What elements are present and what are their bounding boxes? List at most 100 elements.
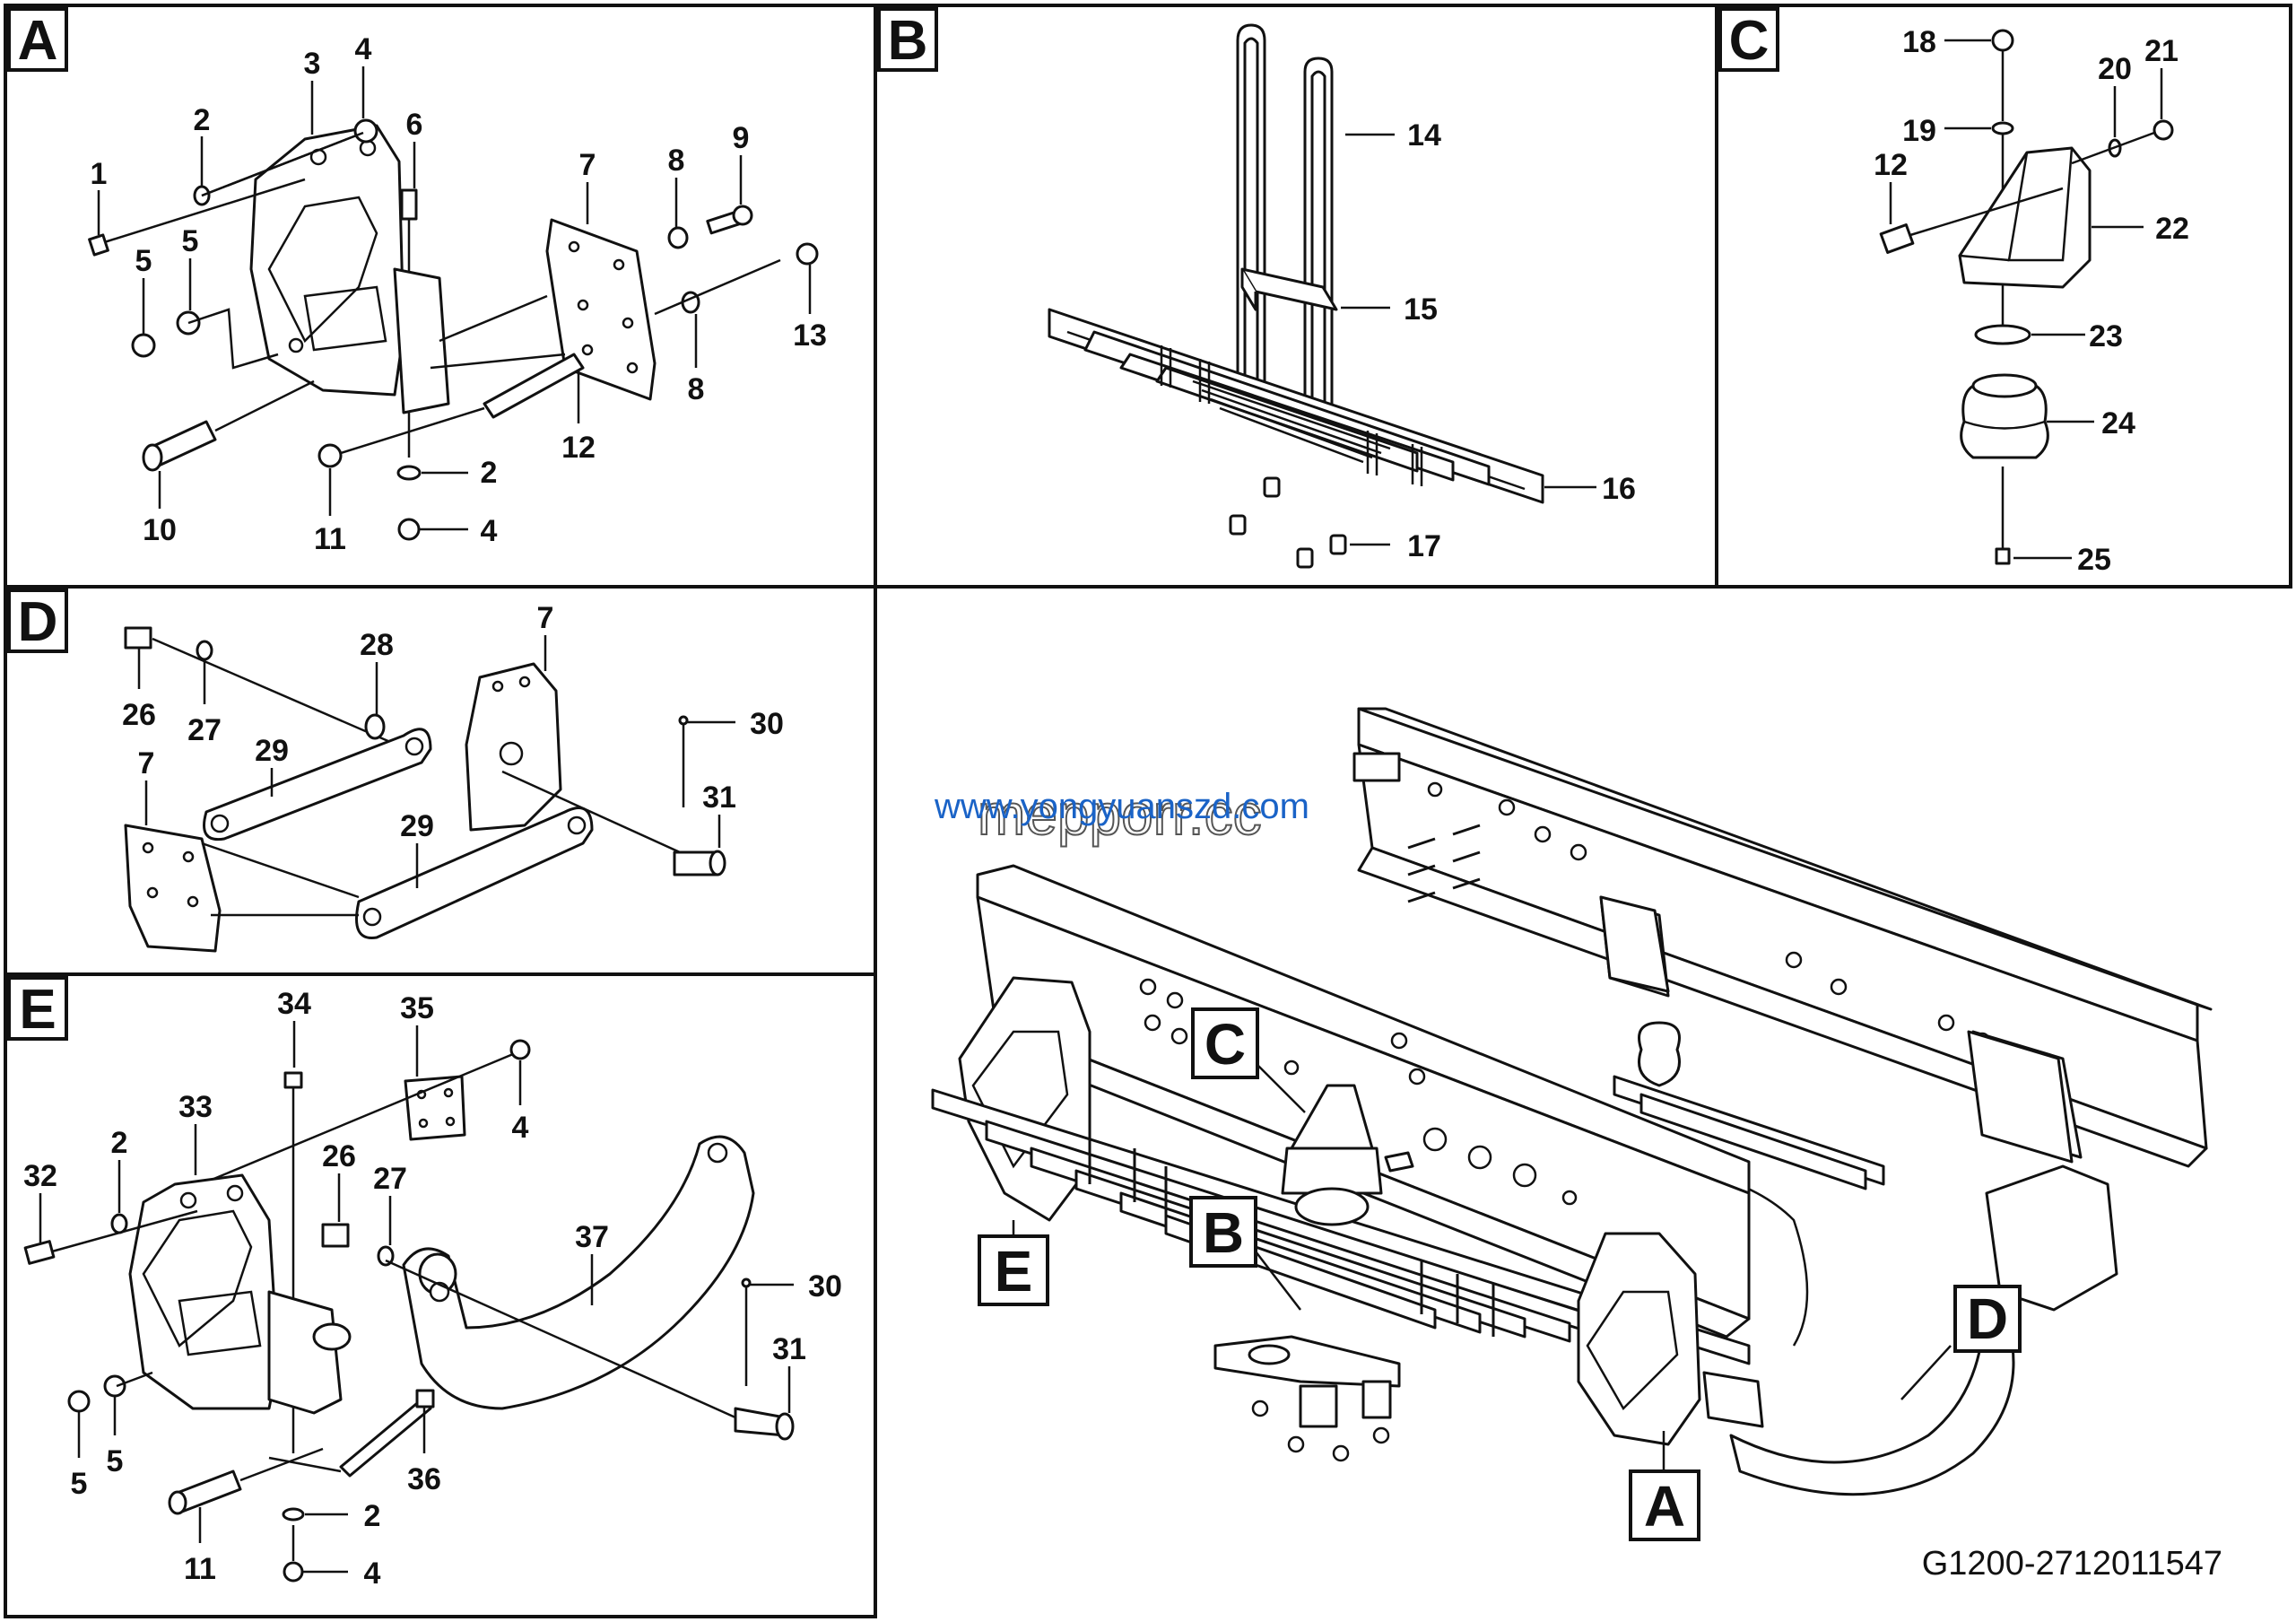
part-num-b-14: 14: [1407, 118, 1441, 153]
nut-26-d: [124, 626, 152, 650]
part-num-c-25: 25: [2077, 543, 2111, 577]
part-num-a-3: 3: [304, 47, 321, 81]
part-num-b-17: 17: [1407, 529, 1441, 563]
part-num-a-8: 8: [668, 144, 685, 178]
part-num-c-24: 24: [2101, 406, 2135, 440]
part-num-a-6: 6: [406, 108, 423, 142]
panel-a-labels: 1 2 3 4 5 5 6 7 8 9 13 8 12 2 4 10 11: [91, 32, 827, 556]
nut-18: [1991, 29, 2014, 52]
plate-7-d-left: [124, 824, 222, 953]
drawing-code: G1200-2712011547: [1922, 1545, 2222, 1583]
part-num-b-15: 15: [1404, 292, 1438, 327]
part-num-e-32: 32: [23, 1159, 57, 1193]
part-num-e-2b: 2: [364, 1499, 381, 1533]
nut-5a: [131, 333, 156, 358]
panel-c-drawing: [1879, 29, 2174, 565]
part-num-e-33: 33: [178, 1090, 213, 1124]
callout-e: E: [995, 1239, 1033, 1304]
panel-d-labels: 26 27 28 7 29 29 7 30 31: [122, 601, 784, 888]
part-num-a-13: 13: [793, 318, 827, 353]
part-num-a-11: 11: [314, 522, 346, 556]
part-num-a-4: 4: [355, 32, 372, 66]
part-num-e-31: 31: [772, 1332, 806, 1366]
callout-d: D: [1967, 1286, 2008, 1351]
panel-label-c: C: [1729, 10, 1770, 72]
part-num-c-21: 21: [2144, 34, 2179, 68]
callout-a: A: [1644, 1474, 1685, 1539]
part-num-e-11: 11: [184, 1552, 216, 1586]
panel-label-d: D: [18, 591, 58, 653]
rubber-spring-24: [1960, 384, 2049, 459]
part-num-a-12: 12: [561, 431, 596, 465]
part-num-a-2: 2: [194, 103, 211, 137]
part-num-e-26: 26: [322, 1139, 356, 1173]
leader-b: [1255, 1251, 1301, 1311]
link-29-lower: [355, 807, 594, 939]
spacer-15: [1240, 267, 1338, 311]
part-num-d-7b: 7: [138, 746, 155, 780]
callout-b: B: [1203, 1200, 1244, 1265]
part-num-c-22: 22: [2155, 212, 2189, 246]
leader-d: [1900, 1345, 1952, 1400]
part-num-e-4b: 4: [364, 1557, 381, 1591]
panel-e-labels: 34 35 4 33 32 2 26 27 37 30 31 5 5 11 36…: [23, 987, 842, 1591]
part-num-d-7a: 7: [537, 601, 554, 635]
part-num-a-5a: 5: [135, 244, 152, 278]
part-num-a-4b: 4: [481, 514, 498, 548]
panel-b-labels: 14 15 16 17: [1341, 118, 1636, 563]
part-num-d-27: 27: [187, 713, 222, 747]
panel-d-drawing: [124, 626, 726, 953]
link-29-upper: [203, 728, 432, 842]
torque-arm-37: [402, 1135, 755, 1410]
part-num-e-27: 27: [373, 1162, 407, 1196]
watermark-line2: mepporr.cc: [978, 782, 1262, 847]
part-num-e-5b: 5: [107, 1444, 124, 1478]
panel-c-labels: 18 19 20 21 12 22 23 24 25: [1874, 25, 2189, 577]
part-num-a-1: 1: [91, 157, 108, 191]
bolt-6: [400, 188, 418, 221]
panel-e-drawing: [23, 1039, 795, 1583]
nut-11: [317, 443, 343, 468]
part-num-a-10: 10: [143, 513, 177, 547]
part-num-e-2: 2: [111, 1126, 128, 1160]
panel-labels: A B C D E: [7, 7, 1779, 1041]
panel-a-drawing: [88, 118, 819, 541]
washer-19: [1991, 121, 2014, 135]
part-num-e-5a: 5: [71, 1467, 88, 1501]
nut-4-top: [353, 118, 378, 144]
overview-assembly: [931, 707, 2213, 1496]
part-num-a-7: 7: [579, 148, 596, 182]
part-num-a-8b: 8: [688, 372, 705, 406]
part-num-e-4: 4: [512, 1111, 529, 1145]
part-num-d-30: 30: [750, 707, 784, 741]
panel-label-b: B: [888, 10, 928, 72]
panel-frame-e: [4, 972, 877, 1618]
part-num-d-29b: 29: [400, 809, 434, 843]
part-num-c-12: 12: [1874, 148, 1908, 182]
washer-23: [1974, 324, 2031, 345]
part-num-e-30: 30: [808, 1269, 842, 1304]
part-num-d-29a: 29: [255, 734, 289, 768]
watermark-line1: www.yongyuanszd.com: [934, 787, 1309, 826]
panel-frames: [4, 4, 2292, 1618]
part-num-c-19: 19: [1902, 114, 1936, 148]
overview-callouts: C B E D A: [978, 1007, 2022, 1541]
spring-bracket-33: [128, 1173, 280, 1410]
part-num-a-5b: 5: [182, 224, 199, 258]
part-num-b-16: 16: [1602, 472, 1636, 506]
part-num-c-23: 23: [2089, 319, 2123, 353]
watermark: mepporr.cc www.yongyuanszd.com: [934, 781, 1309, 848]
part-num-e-34: 34: [277, 987, 311, 1021]
panel-frame-c: [1715, 4, 2292, 589]
part-num-a-9: 9: [733, 121, 750, 155]
part-num-d-26: 26: [122, 698, 156, 732]
part-num-a-2b: 2: [481, 456, 498, 490]
nut-26-e: [321, 1223, 350, 1248]
part-num-d-31: 31: [702, 780, 736, 815]
bracket-22: [1958, 146, 2092, 289]
part-num-e-35: 35: [400, 991, 434, 1025]
shaft-12: [483, 353, 585, 419]
bolt-12-c: [1879, 223, 1915, 254]
part-num-e-37: 37: [575, 1220, 609, 1254]
